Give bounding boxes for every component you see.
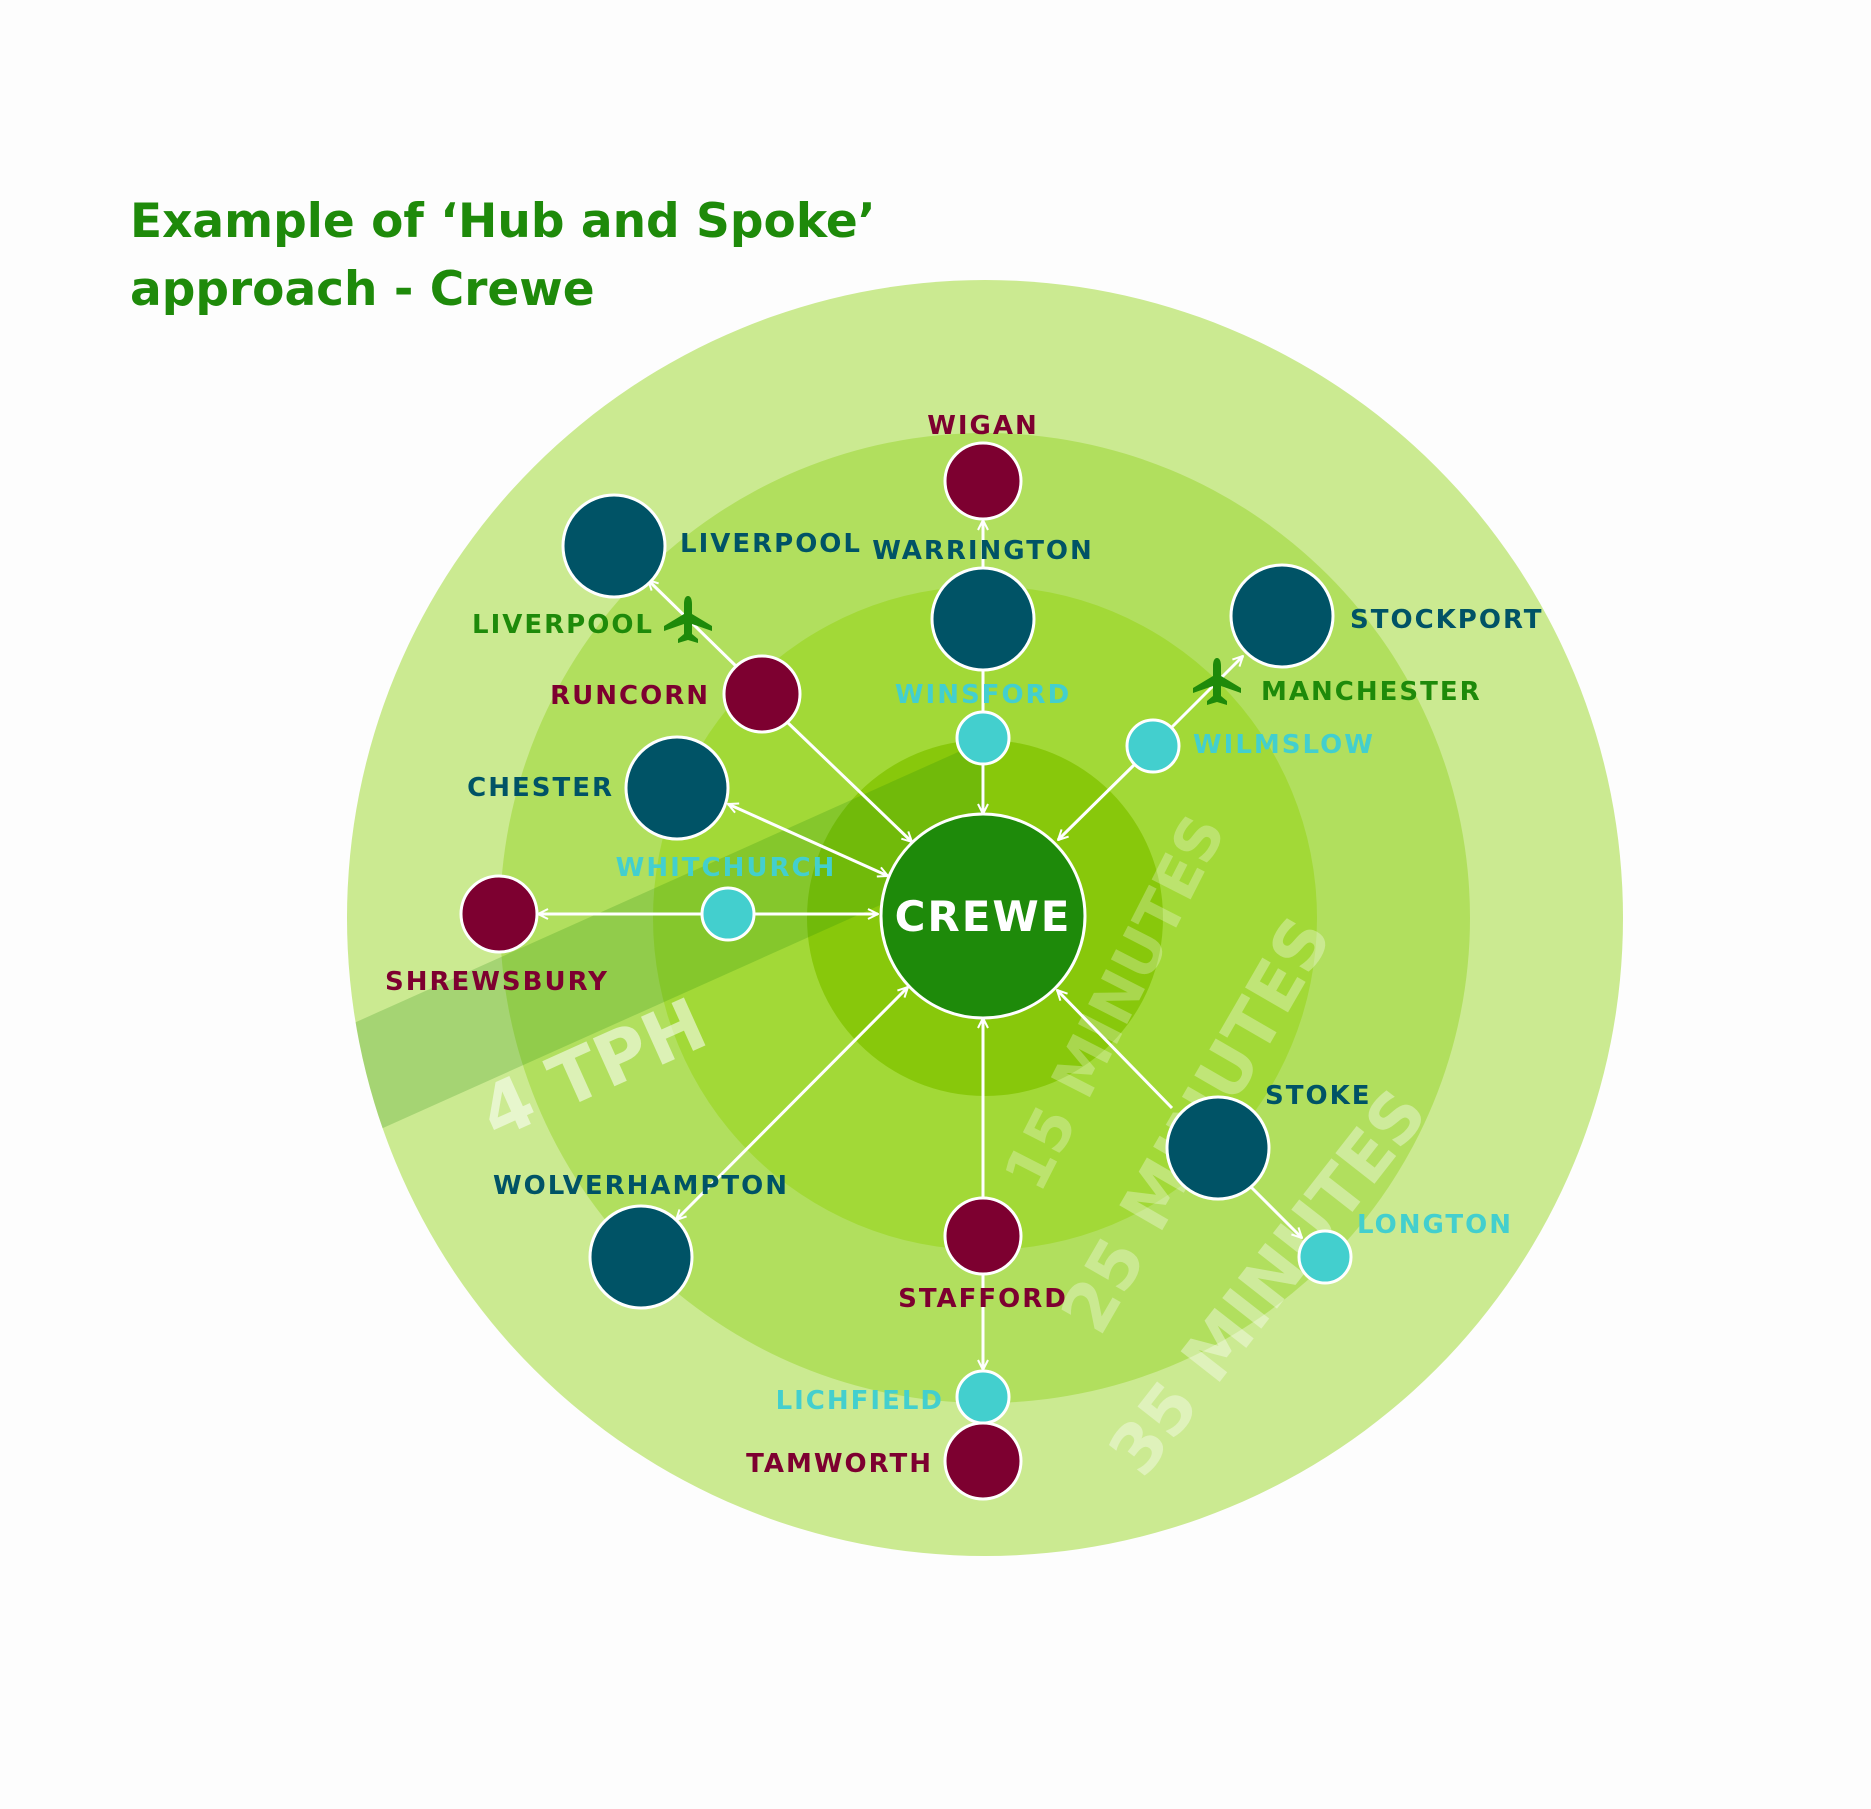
hub-label: CREWE [895, 892, 1072, 941]
station-stoke [1165, 1095, 1271, 1201]
label-manchester-airport: MANCHESTER [1261, 677, 1482, 707]
station-chester [624, 735, 730, 841]
spoke-chester [728, 804, 888, 876]
station-wigan [943, 441, 1023, 521]
label-wilmslow: WILMSLOW [1193, 730, 1375, 760]
label-liverpool-airport: LIVERPOOL [472, 610, 654, 640]
label-tamworth: TAMWORTH [746, 1449, 933, 1479]
spoke-runcorn [783, 718, 912, 842]
station-winsford [955, 710, 1011, 766]
station-longton [1297, 1229, 1353, 1285]
label-runcorn: RUNCORN [550, 681, 710, 711]
spoke-wilmslow-stockport [1169, 656, 1243, 730]
page-title: Example of ‘Hub and Spoke’ approach - Cr… [130, 188, 876, 324]
spokes [538, 520, 1302, 1370]
label-warrington: WARRINGTON [872, 536, 1094, 566]
spoke-stoke-longton [1248, 1184, 1302, 1238]
label-shrewsbury: SHREWSBURY [385, 967, 609, 997]
label-whitchurch: WHITCHURCH [616, 853, 837, 883]
station-whitchurch [700, 886, 756, 942]
label-wolverhampton: WOLVERHAMPTON [493, 1171, 789, 1201]
station-runcorn [722, 654, 802, 734]
label-chester: CHESTER [467, 773, 614, 803]
station-shrewsbury [459, 874, 539, 954]
spoke-stoke [1057, 990, 1174, 1110]
spoke-runcorn-liverpool [648, 580, 742, 672]
title-line-2: approach - Crewe [130, 262, 595, 317]
label-stockport: STOCKPORT [1350, 605, 1544, 635]
title-line-1: Example of ‘Hub and Spoke’ [130, 194, 876, 249]
station-liverpool [561, 493, 667, 599]
label-stoke: STOKE [1265, 1081, 1371, 1111]
station-warrington [930, 566, 1036, 672]
station-wolverhampton [588, 1204, 694, 1310]
station-tamworth [943, 1421, 1023, 1501]
label-wigan: WIGAN [927, 411, 1039, 441]
spoke-wolverhampton [676, 987, 908, 1220]
station-stafford [943, 1196, 1023, 1276]
label-longton: LONGTON [1357, 1210, 1513, 1240]
station-lichfield [955, 1369, 1011, 1425]
station-stockport [1229, 563, 1335, 669]
label-liverpool: LIVERPOOL [680, 529, 862, 559]
station-labels: WIGAN WARRINGTON WINSFORD LIVERPOOL LIVE… [385, 411, 1544, 1479]
label-winsford: WINSFORD [895, 680, 1071, 710]
station-wilmslow [1125, 718, 1181, 774]
label-lichfield: LICHFIELD [776, 1386, 944, 1416]
spoke-wilmslow [1058, 762, 1137, 840]
label-stafford: STAFFORD [898, 1284, 1068, 1314]
station-nodes [459, 441, 1353, 1501]
hub-crewe: CREWE [879, 812, 1087, 1020]
